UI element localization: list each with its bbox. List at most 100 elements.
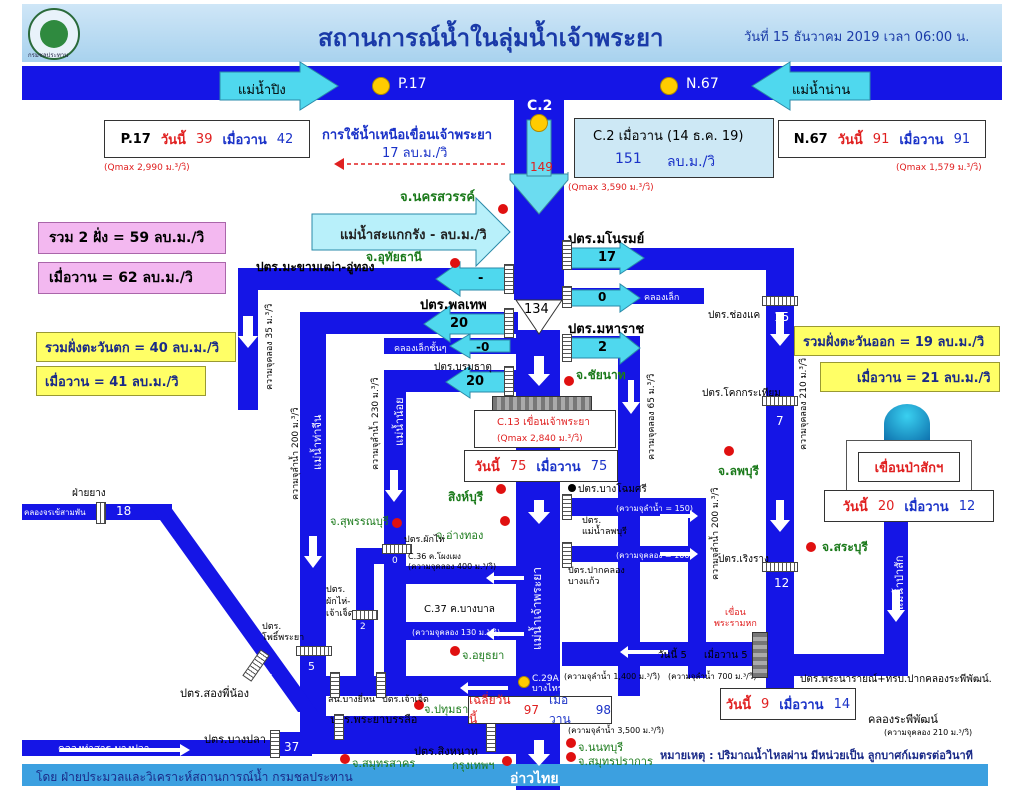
manorom-arrow bbox=[569, 241, 645, 275]
c13-values: วันนี้ 75 เมื่อวาน 75 bbox=[464, 450, 618, 482]
canal-vertical-pasak bbox=[688, 498, 706, 678]
flow-chonglae: 15 bbox=[774, 310, 790, 324]
gate-phakhai: ปตร.ผักไห่ bbox=[404, 535, 445, 545]
gate-bangyihon: สน.บางยี่หน bbox=[328, 695, 376, 705]
pasak-dam-values: วันนี้ 20 เมื่อวาน 12 bbox=[824, 490, 994, 522]
gate-marker-manorom bbox=[562, 240, 572, 270]
c37-label: C.37 ค.บางบาล bbox=[424, 604, 495, 615]
ping-label: แม่น้ำปิง bbox=[238, 83, 286, 98]
nan-arrow bbox=[751, 61, 871, 111]
gate-marker-makhamtao bbox=[504, 264, 514, 294]
footer-gulf: อ่าวไทย bbox=[510, 771, 559, 787]
c29a-yesterday: 98 bbox=[595, 703, 611, 717]
n67-station-dot bbox=[660, 77, 678, 95]
c2-station-label: C.2 bbox=[527, 98, 553, 114]
ping-arrow bbox=[219, 61, 339, 111]
canal-gulf bbox=[22, 764, 988, 786]
p17-yesterday-value: 42 bbox=[276, 131, 294, 147]
flow-leknua: -0 bbox=[476, 340, 490, 354]
borommathat-arrow bbox=[445, 365, 511, 399]
canal-bangkaeo bbox=[562, 546, 704, 562]
p17-today-value: 39 bbox=[195, 131, 213, 147]
gate-marker-phonlathep bbox=[504, 308, 514, 338]
flow-makhamtao: - bbox=[478, 271, 484, 286]
p17-today-label: วันนี้ bbox=[160, 132, 186, 148]
n67-box: N.67 วันนี้ 91 เมื่อวาน 91 bbox=[778, 120, 986, 158]
gate-phonlathep: ปตร.พลเทพ bbox=[420, 298, 487, 313]
flow-phophraya: 5 bbox=[308, 660, 315, 673]
flow-songphinong: 25 bbox=[258, 672, 274, 686]
cap-lopburi: ความจุคลอง 65 ม.³/วิ bbox=[647, 373, 657, 460]
rama6-values: วันนี้ 9 เมื่อวาน 14 bbox=[720, 688, 856, 720]
cap-700: (ความจุลำน้ำ 700 ม.³/วิ) bbox=[668, 672, 757, 681]
gate-marker-phakhaichaochet bbox=[352, 610, 378, 620]
c13-yesterday-label: เมื่อวาน bbox=[536, 459, 581, 475]
c2-134-arrow bbox=[515, 299, 563, 335]
flow-lek: 0 bbox=[598, 290, 607, 304]
flow-phakhaichaochet: 2 bbox=[360, 622, 366, 632]
pasak-today: 20 bbox=[877, 498, 895, 514]
logo bbox=[28, 8, 80, 60]
gate-maharaj: ปตร.มหาราช bbox=[568, 322, 645, 337]
nan-label: แม่น้ำน่าน bbox=[792, 83, 851, 98]
canal-rapiphat bbox=[766, 654, 908, 676]
gate-marker-khokkrathiam bbox=[762, 396, 798, 406]
river-noi bbox=[384, 370, 406, 690]
logo-text: กรมชลประทาน bbox=[28, 52, 69, 59]
n67-today-label: วันนี้ bbox=[837, 132, 863, 148]
n67-today-value: 91 bbox=[872, 131, 890, 147]
gate-phophraya: ปตร. โพธิ์พระยา bbox=[262, 622, 305, 643]
pasak-label: แม่น้ำป่าสัก bbox=[893, 555, 906, 610]
east-yesterday: เมื่อวาน = 21 ลบ.ม./วิ bbox=[820, 362, 1000, 392]
logo-emblem-icon bbox=[40, 20, 68, 48]
gate-marker-phophraya bbox=[296, 646, 332, 656]
cap-noi: ความจุลำน้ำ 230 ม.³/วิ bbox=[371, 377, 381, 471]
gate-songphinong: ปตร.สองพี่น้อง bbox=[180, 687, 249, 700]
c13-today-label: วันนี้ bbox=[474, 459, 500, 475]
cap-bangkaeo: (ความจุคลอง = 100) bbox=[616, 551, 693, 560]
gate-bangkhonsi: ปตร.บางโฉมศรี bbox=[578, 484, 647, 495]
page-title: สถานการณ์น้ำในลุ่มน้ำเจ้าพระยา bbox=[318, 24, 664, 52]
n67-qmax: (Qmax 1,579 ม.³/วิ) bbox=[896, 163, 982, 173]
pasak-yesterday-label: เมื่อวาน bbox=[904, 499, 949, 515]
n67-station-label: N.67 bbox=[686, 76, 719, 92]
canal-lek-label: คลองเล็ก bbox=[644, 293, 680, 303]
saraburi-dot bbox=[806, 542, 816, 552]
samutprakan-dot bbox=[566, 752, 576, 762]
angthong-dot bbox=[500, 516, 510, 526]
gate-marker-lopburi-1 bbox=[562, 494, 572, 520]
flow-phakhai: 0 bbox=[392, 556, 398, 566]
gate-pakkhlongbangkaeo: ปตร.ปากคลอง บางแก้ว bbox=[568, 566, 625, 587]
gate-marker-lopburi-2 bbox=[562, 542, 572, 568]
p17-box: P.17 วันนี้ 39 เมื่อวาน 42 bbox=[104, 120, 310, 158]
gate-marker-phrayabanlue bbox=[334, 714, 344, 740]
maharaj-arrow bbox=[569, 330, 641, 366]
gate-phakhaichaochet: ปตร. ผักไห่- เจ้าเจ็ด bbox=[326, 585, 354, 619]
p17-yesterday-label: เมื่อวาน bbox=[222, 132, 267, 148]
c2-station-dot bbox=[530, 114, 548, 132]
cap-thachin: ความจุลำน้ำ 200 ม.³/วิ bbox=[291, 407, 301, 501]
gate-marker-chaochet bbox=[376, 672, 386, 698]
c2-flow-qmax: (Qmax 3,590 ม.³/วิ) bbox=[568, 183, 654, 193]
pasak-yesterday: 12 bbox=[958, 498, 976, 514]
c2-box-value: 151 bbox=[615, 151, 642, 167]
c2-down-arrow bbox=[509, 172, 569, 215]
p17-station-dot bbox=[372, 77, 390, 95]
chainat-dot bbox=[564, 376, 574, 386]
ayutthaya-label: จ.อยุธยา bbox=[462, 649, 505, 662]
gate-manorom: ปตร.มโนรมย์ bbox=[568, 232, 645, 247]
bangkok-label: กรุงเทพฯ bbox=[452, 759, 495, 772]
noi-label: แม่น้ำน้อย bbox=[393, 397, 406, 446]
angthong-label: จ.อ่างทอง bbox=[436, 529, 484, 542]
rama6-title: เขื่อน พระรามหก bbox=[714, 608, 757, 629]
gate-marker-jorakhe bbox=[96, 502, 106, 524]
pasak-today-label: วันนี้ bbox=[842, 499, 868, 515]
both-banks-yesterday: เมื่อวาน = 62 ลบ.ม./วิ bbox=[38, 262, 226, 294]
canal-lopburi-river bbox=[562, 498, 704, 516]
c2-box-unit: ลบ.ม./วิ bbox=[667, 154, 716, 170]
gate-marker-maharaj bbox=[562, 334, 572, 362]
chaophraya-label: แม่น้ำเจ้าพระยา bbox=[530, 566, 544, 650]
river-thachin bbox=[300, 312, 326, 742]
makhamtao-arrow bbox=[435, 261, 511, 297]
west-yesterday: เมื่อวาน = 41 ลบ.ม./วิ bbox=[36, 366, 206, 396]
